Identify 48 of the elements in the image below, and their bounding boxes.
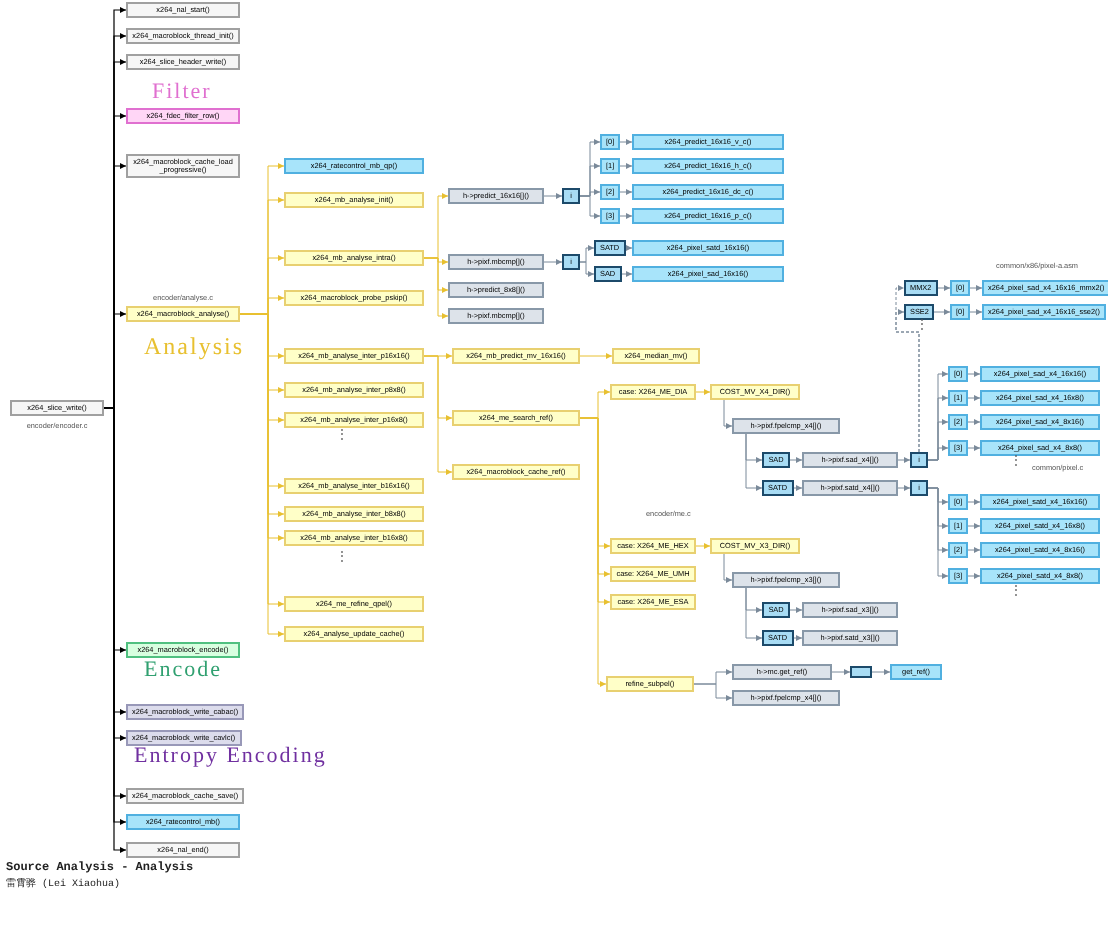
arrow (967, 573, 981, 579)
arrow (967, 547, 981, 553)
arrow (579, 353, 613, 359)
arrow (423, 257, 449, 319)
arrow (793, 485, 803, 491)
arrow (933, 309, 951, 315)
arrow (625, 245, 633, 251)
arrow (789, 457, 803, 463)
section-heading: Entropy Encoding (134, 746, 327, 768)
arrow (927, 487, 949, 579)
arrow (695, 543, 711, 549)
arrow (967, 371, 981, 377)
arrow (619, 139, 633, 145)
arrow (745, 587, 763, 641)
arrow (969, 309, 983, 315)
arrow (693, 683, 733, 701)
arrow (793, 635, 803, 641)
arrow (543, 193, 563, 199)
arrow (967, 395, 981, 401)
arrow (695, 389, 711, 395)
arrow (619, 163, 633, 169)
arrow (579, 195, 601, 219)
section-heading: Filter (152, 82, 212, 104)
arrow (897, 485, 911, 491)
section-heading: Encode (144, 660, 222, 682)
arrow (897, 457, 911, 463)
arrow (621, 271, 633, 277)
arrow (967, 523, 981, 529)
arrow (967, 499, 981, 505)
arrow (579, 261, 595, 277)
arrow (619, 189, 633, 195)
arrow (871, 669, 891, 675)
arrow (543, 259, 563, 265)
arrow (831, 669, 851, 675)
arrow (723, 399, 733, 429)
arrow (619, 213, 633, 219)
arrow (937, 285, 951, 291)
arrow (579, 417, 607, 687)
section-heading: Analysis (144, 334, 244, 358)
arrow (723, 553, 733, 583)
arrow (745, 433, 763, 491)
arrow (423, 355, 453, 475)
arrow (969, 285, 983, 291)
index-box (850, 666, 872, 678)
arrow (789, 607, 803, 613)
arrow (967, 445, 981, 451)
arrow (967, 419, 981, 425)
arrow (927, 445, 949, 461)
